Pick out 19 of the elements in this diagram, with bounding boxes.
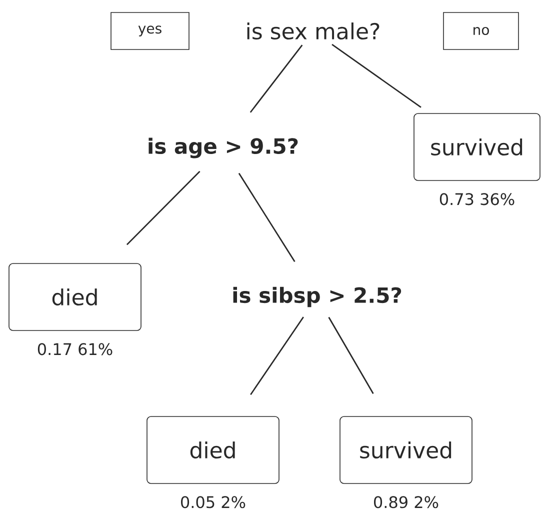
connector-line <box>126 170 200 246</box>
connector-line <box>250 316 304 395</box>
node-caption: 0.89 2% <box>374 496 438 508</box>
node-caption: 0.05 2% <box>181 496 246 508</box>
leaf-box: survived <box>414 113 540 181</box>
connector-line <box>328 316 374 394</box>
question-text: is age > 9.5? <box>148 138 298 158</box>
leaf-box: died <box>146 416 280 484</box>
answer-box: no <box>443 12 519 50</box>
leaf-box: died <box>8 263 142 331</box>
question-text: is sibsp > 2.5? <box>233 286 402 308</box>
node-caption: 0.17 61% <box>38 343 112 356</box>
node-caption: 0.73 36% <box>440 193 514 206</box>
connector-line <box>250 44 303 113</box>
connector-line <box>238 172 296 262</box>
answer-box: yes <box>110 12 190 50</box>
connector-line <box>332 44 422 108</box>
question-text: is sex male? <box>247 22 380 40</box>
leaf-box: survived <box>340 416 472 484</box>
